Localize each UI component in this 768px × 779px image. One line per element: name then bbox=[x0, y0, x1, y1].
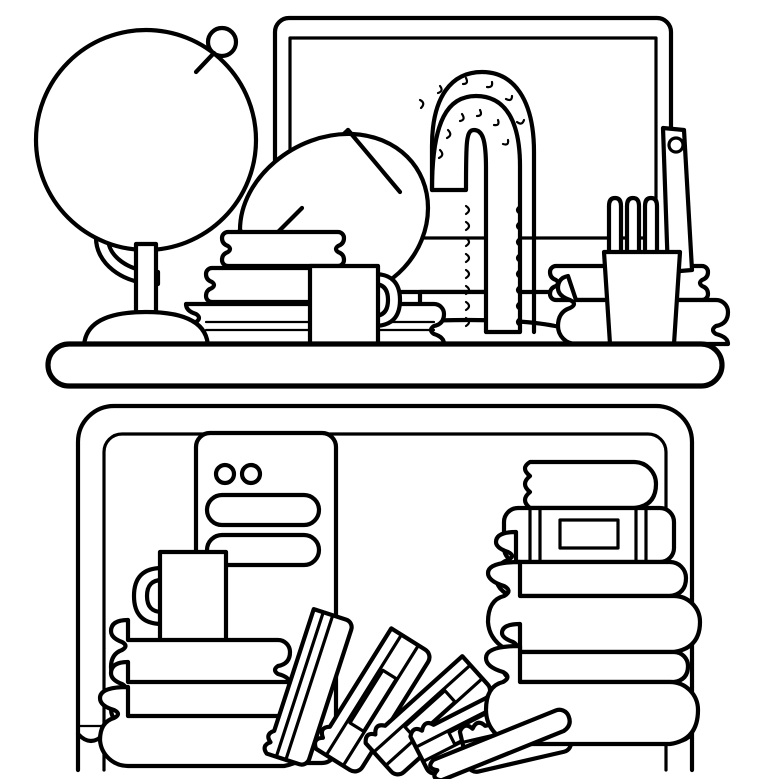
lamp-shade-seam-top bbox=[345, 127, 403, 195]
tall-book-4 bbox=[485, 559, 703, 655]
leaning-book-2 bbox=[312, 626, 432, 774]
under-desk-mug-body bbox=[157, 549, 229, 645]
under-desk-mug bbox=[131, 549, 229, 645]
globe-base bbox=[81, 309, 211, 351]
ruler-hole bbox=[667, 136, 685, 154]
desk-inner-frame bbox=[102, 432, 668, 772]
tall-book-2-label bbox=[558, 518, 620, 550]
tall-book-1 bbox=[522, 459, 659, 511]
pen-2 bbox=[624, 195, 642, 263]
lamp-gooseneck-ribs bbox=[418, 76, 526, 328]
shelf-mug-body bbox=[307, 263, 381, 347]
shelf-book-1 bbox=[219, 229, 347, 269]
fallen-book bbox=[428, 707, 572, 779]
globe-axis-pin bbox=[193, 50, 217, 75]
pencil-cup-body bbox=[601, 249, 683, 347]
leaning-book-1 bbox=[262, 607, 354, 767]
fallen-book-body bbox=[428, 707, 572, 779]
globe-axis-knob bbox=[205, 25, 239, 59]
ruler bbox=[660, 125, 695, 275]
leaning-book-2-spine-a bbox=[324, 633, 404, 757]
globe-sphere bbox=[33, 27, 259, 253]
pen-1 bbox=[606, 195, 624, 263]
under-desk-book-stack bbox=[97, 617, 311, 769]
pencil-cup bbox=[601, 195, 683, 347]
lamp-gooseneck bbox=[429, 93, 523, 335]
desk-top-surface bbox=[45, 341, 725, 389]
desk-top bbox=[45, 341, 725, 389]
drawer-knob-right bbox=[239, 462, 263, 486]
desk-outer-frame bbox=[75, 403, 695, 773]
drawer-pull-1 bbox=[204, 492, 322, 528]
leaning-book-2-label bbox=[348, 668, 398, 733]
leaning-book-2-body bbox=[312, 626, 432, 774]
pen-3 bbox=[642, 195, 660, 263]
globe bbox=[33, 25, 259, 351]
lamp-neck-outline bbox=[429, 69, 537, 335]
drawer-knob-left bbox=[213, 462, 237, 486]
leaning-book-1-spine-b bbox=[284, 613, 335, 762]
ruler-body bbox=[660, 125, 695, 275]
leaning-book-3-spine-a bbox=[372, 663, 472, 754]
shelf-mug bbox=[307, 263, 403, 347]
leaning-book-1-spine-a bbox=[274, 610, 325, 759]
